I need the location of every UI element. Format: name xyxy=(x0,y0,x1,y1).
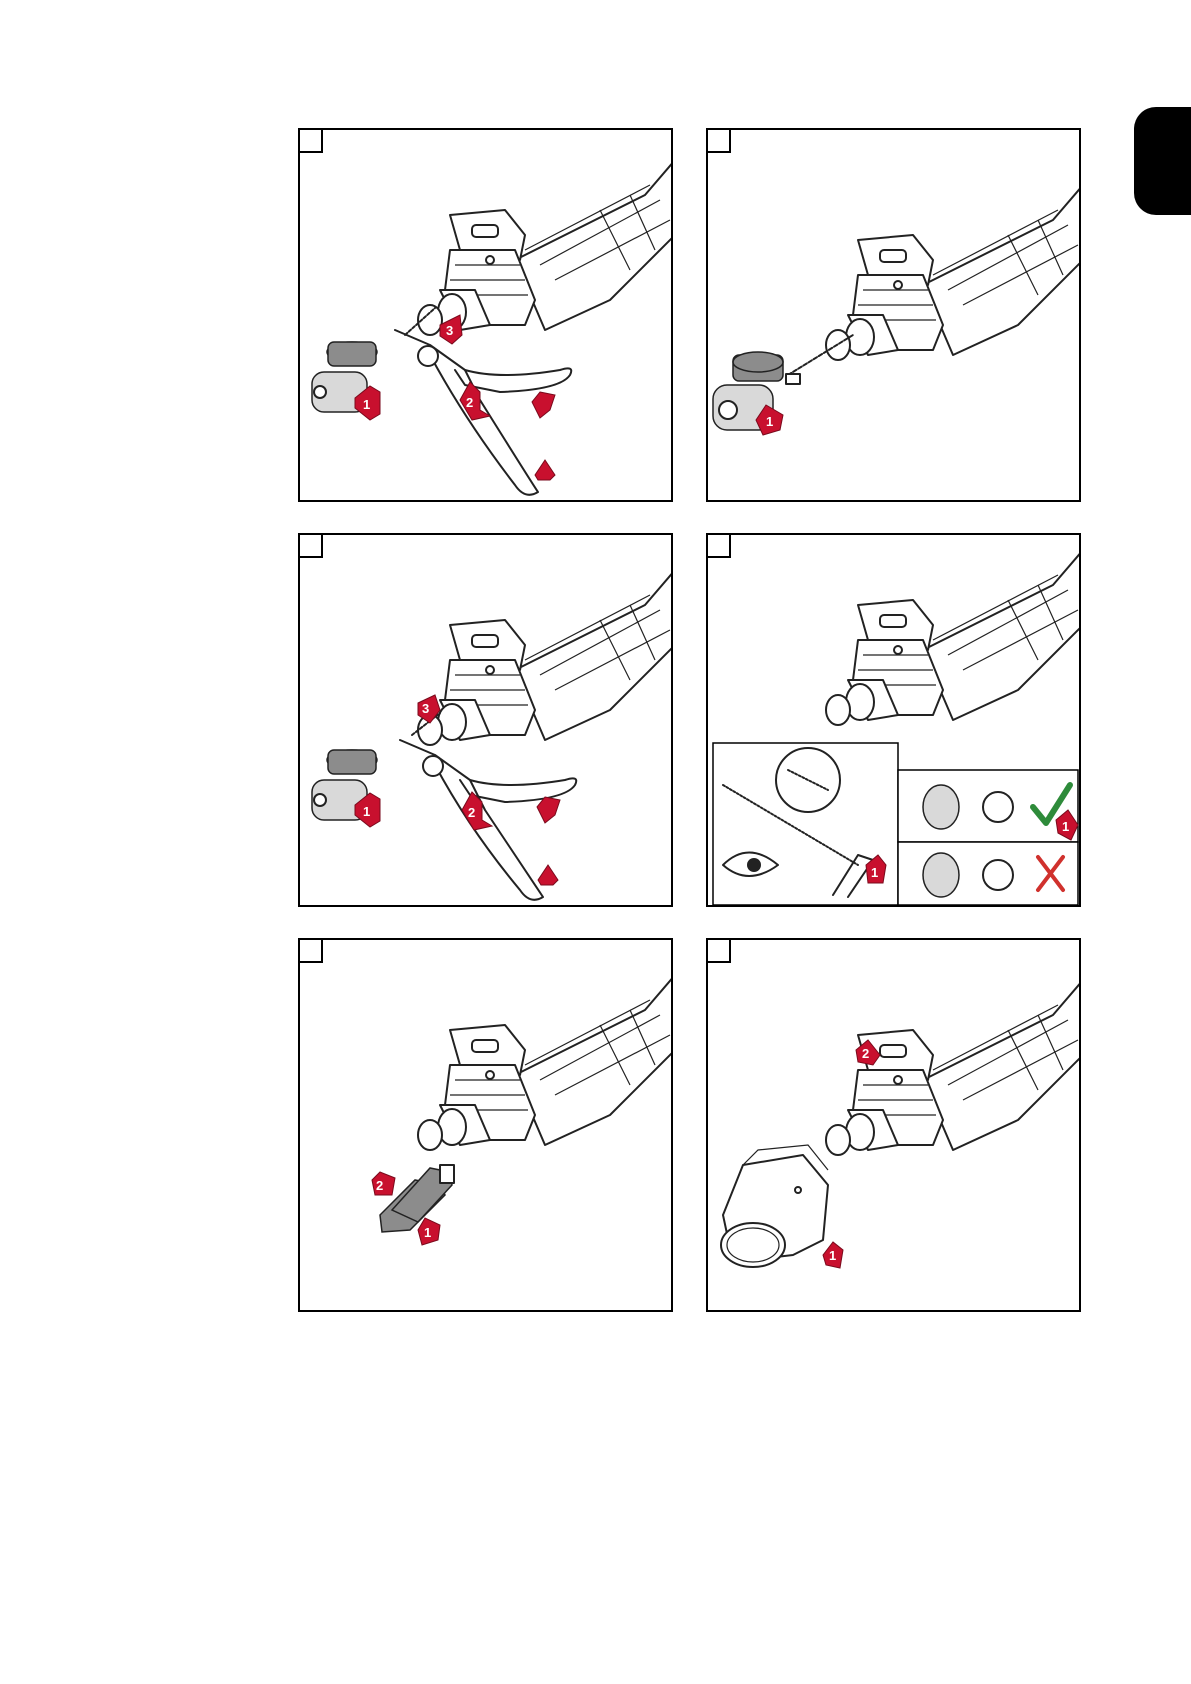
svg-text:2: 2 xyxy=(468,805,475,820)
arrow-2: 2 xyxy=(372,1172,395,1195)
svg-text:1: 1 xyxy=(1062,819,1069,834)
step-number-box xyxy=(298,938,323,963)
wire-clip-icon xyxy=(713,352,800,430)
step-panel-6: 1 2 xyxy=(706,938,1081,1312)
svg-text:1: 1 xyxy=(424,1225,431,1240)
step-panel-3: 1 2 3 xyxy=(298,533,673,907)
svg-text:1: 1 xyxy=(363,397,370,412)
torch-icon xyxy=(418,570,673,745)
step-panel-2: 1 xyxy=(706,128,1081,502)
step-number-box xyxy=(298,533,323,558)
step-number-box xyxy=(706,533,731,558)
svg-text:2: 2 xyxy=(376,1178,383,1193)
step-number-box xyxy=(706,938,731,963)
step-number-box xyxy=(706,128,731,153)
torch-icon xyxy=(418,975,673,1150)
step-number-box xyxy=(298,128,323,153)
step-panel-1: 1 2 3 xyxy=(298,128,673,502)
gas-nozzle-icon xyxy=(721,1145,828,1267)
svg-text:3: 3 xyxy=(446,323,453,338)
contact-tip-icon xyxy=(380,1165,454,1232)
svg-text:1: 1 xyxy=(363,804,370,819)
svg-text:1: 1 xyxy=(766,414,773,429)
step-panel-5: 1 2 xyxy=(298,938,673,1312)
torch-icon xyxy=(826,185,1081,360)
torch-icon xyxy=(418,160,673,335)
svg-text:3: 3 xyxy=(422,701,429,716)
arrow-1: 1 xyxy=(418,1218,440,1245)
torch-icon xyxy=(826,550,1081,725)
svg-text:1: 1 xyxy=(829,1248,836,1263)
torch-icon xyxy=(826,980,1081,1155)
step-panel-4: 1 1 xyxy=(706,533,1081,907)
svg-text:2: 2 xyxy=(466,395,473,410)
arrow-1: 1 xyxy=(823,1242,843,1268)
svg-text:2: 2 xyxy=(862,1046,869,1061)
svg-text:1: 1 xyxy=(871,865,878,880)
side-tab xyxy=(1134,107,1191,215)
